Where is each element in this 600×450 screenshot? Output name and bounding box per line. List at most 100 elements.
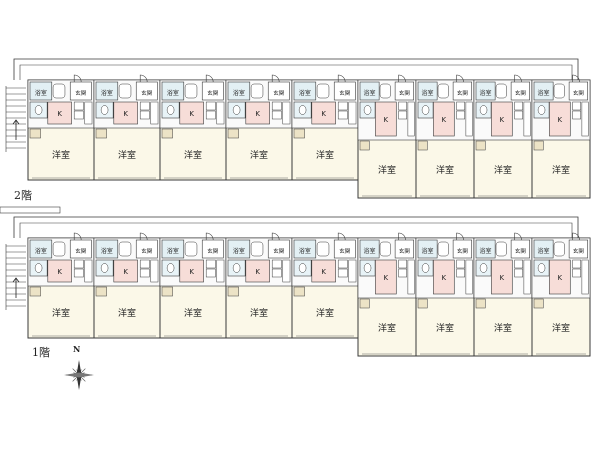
bathtub-icon bbox=[250, 83, 264, 99]
entrance-area bbox=[510, 81, 530, 101]
entrance-area bbox=[201, 239, 224, 259]
bath-area bbox=[533, 81, 554, 101]
closet-box bbox=[407, 101, 415, 137]
appliance-box bbox=[398, 110, 407, 120]
kitchen-area bbox=[245, 101, 270, 125]
entrance-door-icon bbox=[456, 74, 464, 83]
western-room-label: 洋室 bbox=[378, 164, 396, 176]
entrance-area bbox=[135, 239, 158, 259]
bath-area bbox=[227, 81, 251, 101]
appliance-box bbox=[139, 101, 150, 111]
unit: 浴室玄関K洋室 bbox=[225, 232, 293, 339]
compass-north-label: N bbox=[73, 344, 81, 354]
bathtub-icon bbox=[316, 83, 330, 99]
bath-label: 浴室 bbox=[364, 247, 376, 255]
toilet-icon bbox=[537, 263, 546, 273]
toilet-icon bbox=[298, 263, 307, 273]
kitchen-label: K bbox=[384, 116, 389, 124]
staircase bbox=[5, 86, 26, 152]
entrance-area bbox=[452, 239, 472, 259]
toilet-icon bbox=[100, 105, 109, 115]
bath-label: 浴室 bbox=[167, 247, 179, 255]
appliance-box bbox=[73, 110, 84, 120]
kitchen-area bbox=[375, 101, 397, 137]
appliance-box bbox=[456, 101, 465, 111]
bath-label: 浴室 bbox=[233, 89, 245, 97]
entrance-door-icon bbox=[398, 74, 406, 83]
bath-area bbox=[227, 239, 251, 259]
entrance-label: 玄関 bbox=[75, 247, 87, 255]
floor-label-1f: 1階 bbox=[32, 346, 50, 359]
appliance-box bbox=[205, 268, 216, 278]
entrance-area bbox=[510, 239, 530, 259]
western-room-label: 洋室 bbox=[436, 164, 454, 176]
toilet-icon bbox=[537, 105, 546, 115]
western-room-label: 洋室 bbox=[436, 322, 454, 334]
kitchen-label: K bbox=[321, 268, 326, 276]
closet-box bbox=[216, 101, 225, 125]
closet-box bbox=[216, 259, 225, 283]
bath-area bbox=[161, 239, 185, 259]
entrance-area bbox=[394, 81, 414, 101]
storage-corner bbox=[475, 298, 486, 309]
bath-area bbox=[417, 81, 438, 101]
kitchen-area bbox=[179, 259, 204, 283]
appliance-box bbox=[139, 110, 150, 120]
toilet-icon bbox=[479, 105, 488, 115]
entrance-label: 玄関 bbox=[75, 89, 87, 97]
entrance-door-icon bbox=[73, 232, 82, 241]
appliance-box bbox=[139, 268, 150, 278]
bath-area bbox=[475, 81, 496, 101]
entrance-door-icon bbox=[572, 74, 580, 83]
bath-area bbox=[95, 81, 119, 101]
storage-corner bbox=[533, 298, 544, 309]
appliance-box bbox=[514, 101, 523, 111]
kitchen-area bbox=[47, 259, 72, 283]
bath-label: 浴室 bbox=[167, 89, 179, 97]
entrance-door-icon bbox=[139, 232, 148, 241]
storage-corner bbox=[475, 140, 486, 151]
closet-box bbox=[465, 259, 473, 295]
kitchen-area bbox=[375, 259, 397, 295]
entrance-area bbox=[333, 81, 356, 101]
bathtub-icon bbox=[437, 241, 449, 257]
kitchen-area bbox=[549, 101, 571, 137]
appliance-box bbox=[398, 259, 407, 269]
entrance-area bbox=[394, 239, 414, 259]
storage-corner bbox=[29, 128, 41, 139]
bath-area bbox=[29, 239, 53, 259]
closet-box bbox=[282, 259, 291, 283]
toilet-icon bbox=[421, 263, 430, 273]
entrance-label: 玄関 bbox=[339, 89, 351, 97]
unit: 浴室玄関K洋室 bbox=[415, 232, 475, 357]
storage-corner bbox=[293, 128, 305, 139]
kitchen-label: K bbox=[500, 274, 505, 282]
storage-corner bbox=[417, 298, 428, 309]
kitchen-label: K bbox=[442, 116, 447, 124]
appliance-box bbox=[572, 101, 581, 111]
closet-box bbox=[282, 101, 291, 125]
storage-corner bbox=[359, 140, 370, 151]
western-room-label: 洋室 bbox=[552, 322, 570, 334]
closet-box bbox=[348, 101, 357, 125]
kitchen-label: K bbox=[189, 268, 194, 276]
appliance-box bbox=[205, 110, 216, 120]
western-room-label: 洋室 bbox=[118, 149, 136, 161]
entrance-label: 玄関 bbox=[573, 89, 585, 97]
kitchen-label: K bbox=[189, 110, 194, 118]
entrance-label: 玄関 bbox=[515, 247, 527, 255]
appliance-box bbox=[456, 259, 465, 269]
entrance-door-icon bbox=[337, 74, 346, 83]
storage-corner bbox=[29, 286, 41, 297]
entrance-label: 玄関 bbox=[141, 247, 153, 255]
stair-arrow-icon bbox=[12, 277, 20, 298]
bath-area bbox=[533, 239, 554, 259]
entrance-door-icon bbox=[514, 232, 522, 241]
appliance-box bbox=[139, 259, 150, 269]
corridor-inner-outline bbox=[19, 222, 573, 241]
unit: 浴室玄関K洋室 bbox=[93, 232, 161, 339]
entrance-area bbox=[568, 239, 588, 259]
compass-needle-cross bbox=[64, 372, 94, 378]
entrance-area bbox=[333, 239, 356, 259]
bath-label: 浴室 bbox=[101, 89, 113, 97]
